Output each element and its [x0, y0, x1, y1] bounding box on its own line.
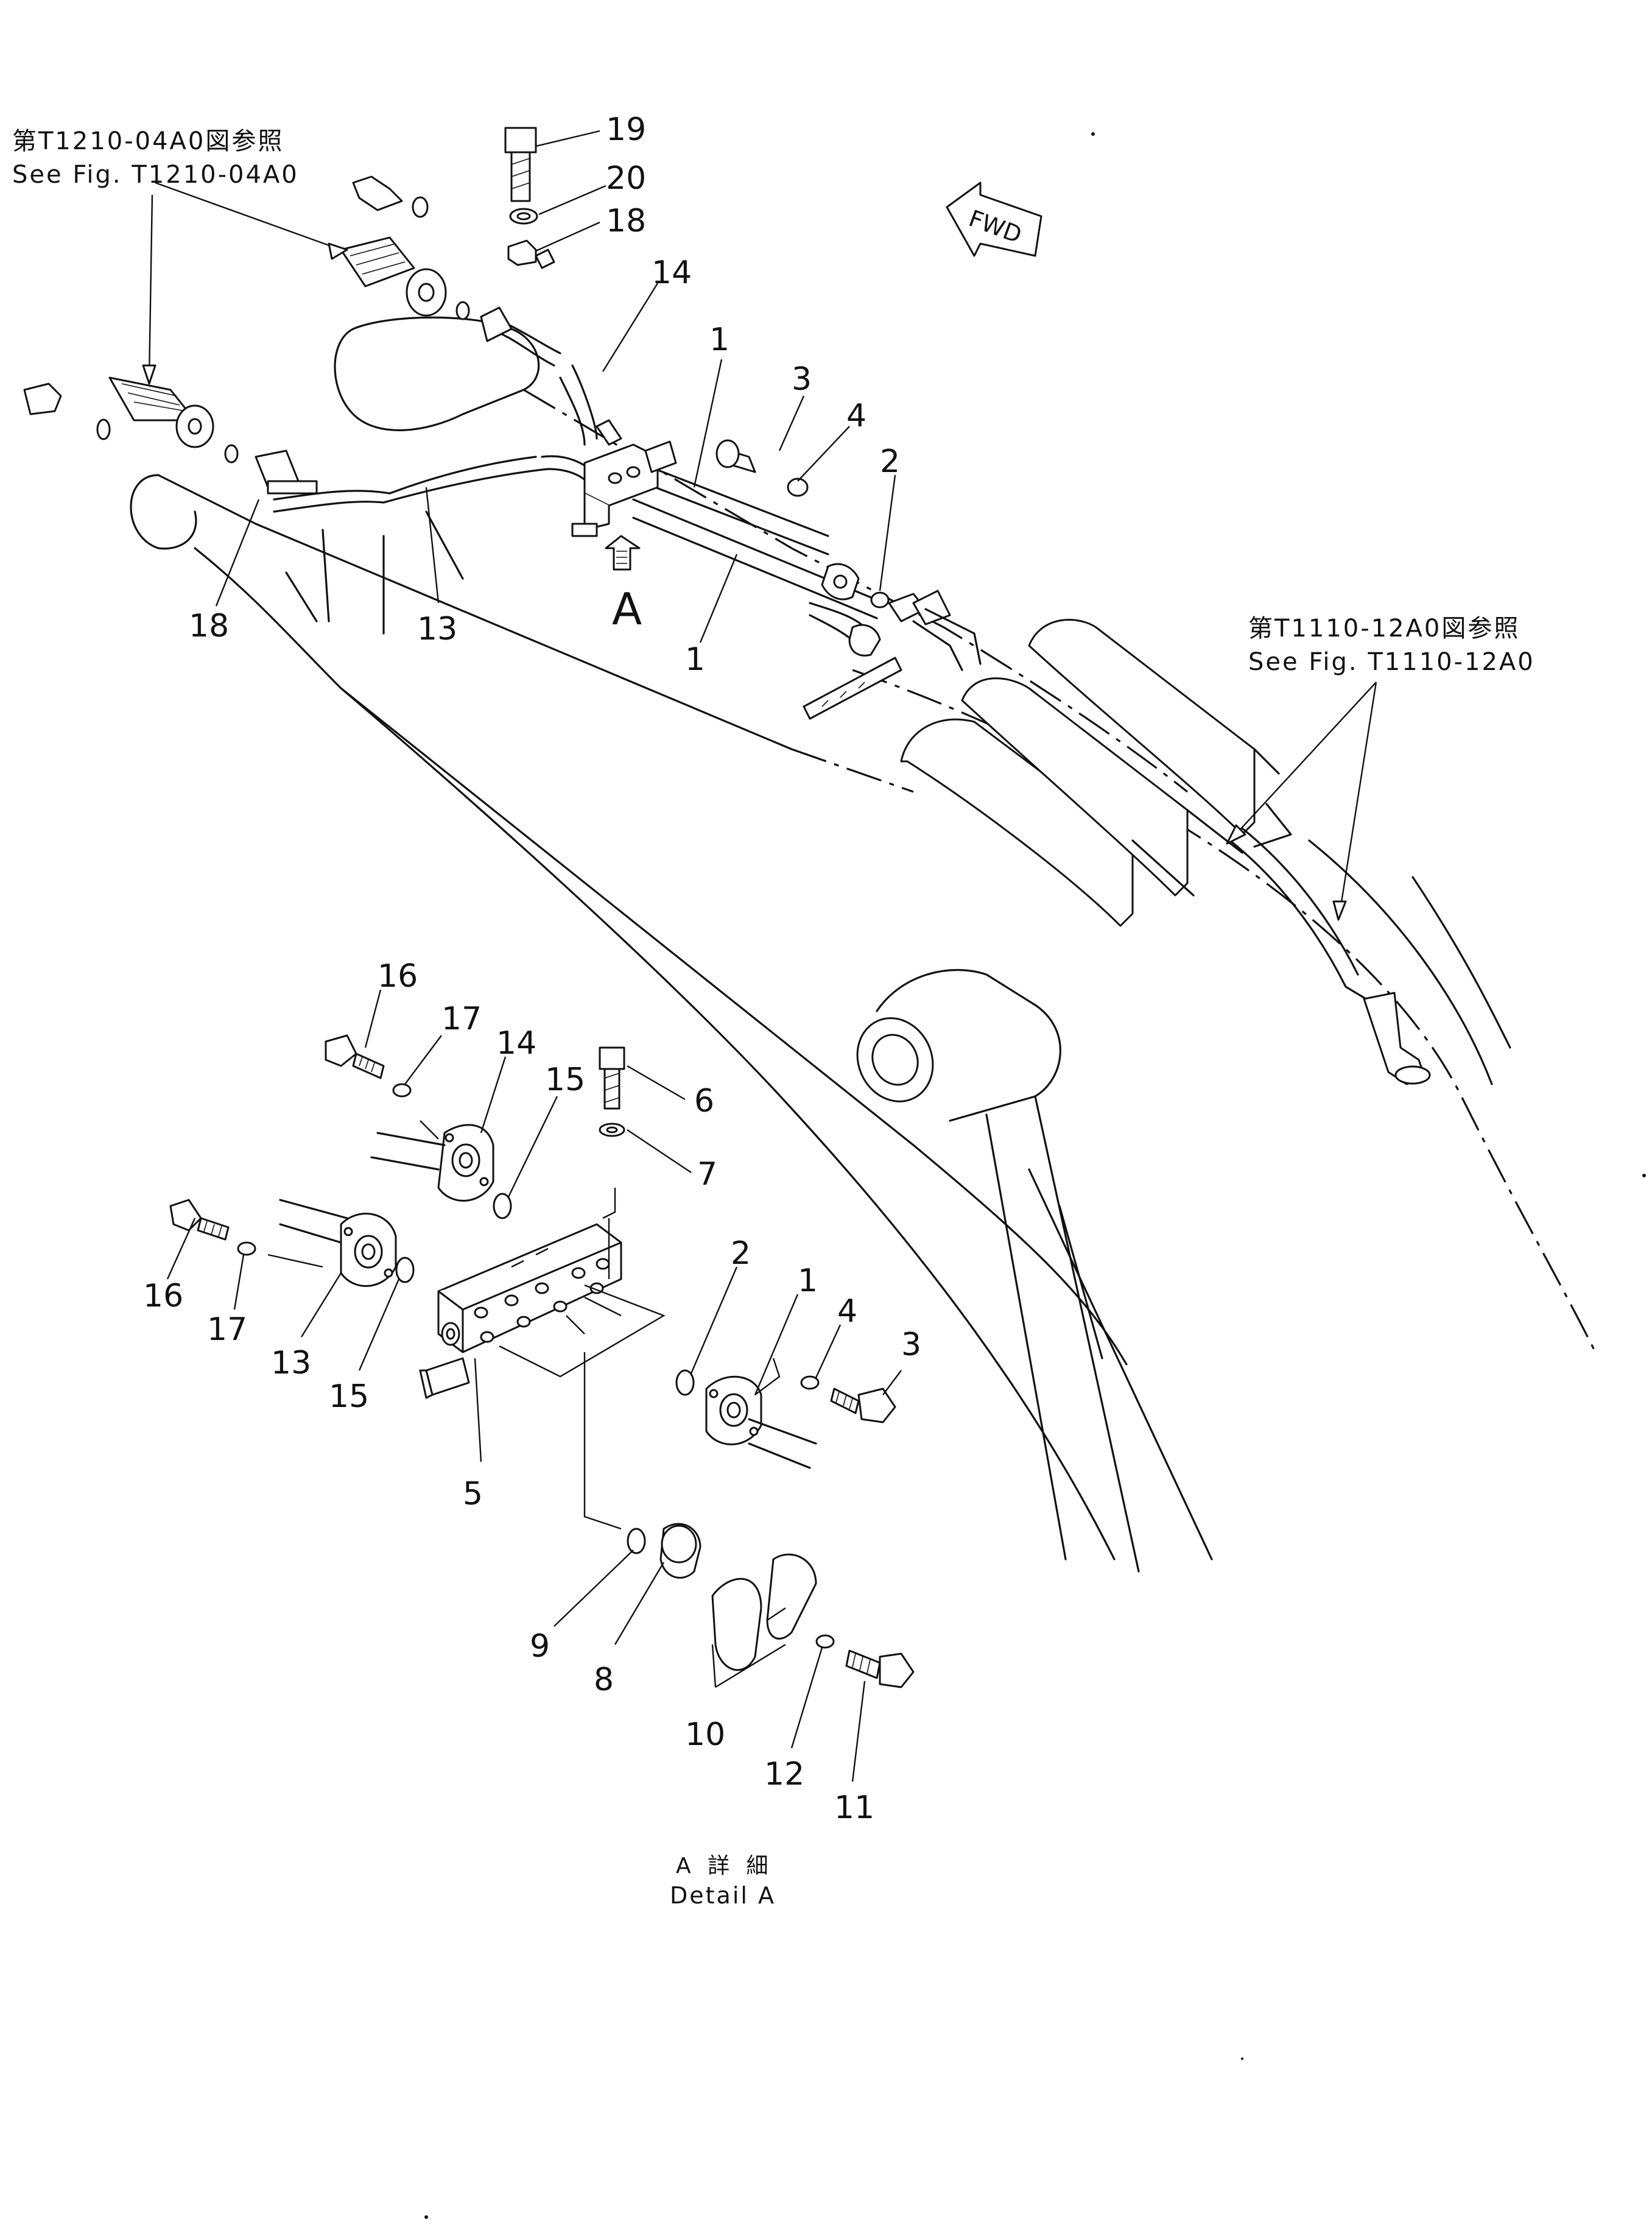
- callout-9: 9: [530, 1628, 550, 1665]
- callout-2-detail: 2: [731, 1235, 751, 1272]
- callout-13-detail: 13: [271, 1345, 311, 1381]
- callout-20: 20: [606, 160, 646, 197]
- callout-4-top: 4: [846, 398, 866, 434]
- callout-12: 12: [764, 1756, 804, 1793]
- ref-note-right-jp: 第T1110-12A0図参照: [1248, 615, 1520, 643]
- detail-caption-en: Detail A: [670, 1882, 776, 1909]
- leader-lines: [142, 130, 1377, 1782]
- callout-14-top: 14: [652, 255, 692, 291]
- hoses-13-14: [273, 316, 598, 513]
- callout-2-top: 2: [880, 443, 900, 480]
- boom-body: [130, 316, 1597, 1560]
- callout-5: 5: [463, 1476, 483, 1512]
- hardware-19-20-18: [504, 127, 538, 266]
- cylinder: [856, 968, 1213, 1573]
- callout-18-left: 18: [189, 608, 229, 644]
- callout-17-detail-top: 17: [441, 1001, 482, 1037]
- callout-15-detail-left: 15: [329, 1378, 369, 1415]
- arm-brackets: [900, 619, 1292, 927]
- view-a-arrow: [605, 535, 641, 571]
- callout-19: 19: [606, 111, 646, 148]
- callout-11: 11: [834, 1790, 874, 1826]
- reference-notes: 第T1210-04A0図参照 See Fig. T1210-04A0 第T111…: [12, 127, 1535, 676]
- callout-14-detail: 14: [496, 1025, 536, 1062]
- callout-16-detail-top: 16: [378, 958, 418, 995]
- callout-18-top: 18: [606, 203, 646, 239]
- callout-13-top: 13: [417, 611, 457, 647]
- ref-note-right-en: See Fig. T1110-12A0: [1248, 648, 1535, 676]
- callout-1-top: 1: [709, 322, 729, 358]
- callout-15-detail-top: 15: [545, 1062, 585, 1098]
- pipes-1: [632, 462, 878, 647]
- arm-hose: [1229, 827, 1431, 1085]
- detail-a-view: [169, 1034, 915, 1688]
- detail-caption-jp: A 詳 細: [676, 1853, 773, 1878]
- view-marker-label: A: [612, 584, 642, 635]
- detail-callouts: 16 17 14 15 6 7 16 17 13 15 2 1 4 3 5 9 …: [143, 958, 921, 1826]
- callout-8: 8: [594, 1662, 614, 1698]
- callout-7: 7: [697, 1156, 717, 1193]
- callout-1-detail: 1: [798, 1263, 818, 1299]
- callout-4-detail: 4: [837, 1293, 857, 1330]
- detail-caption: A 詳 細 Detail A: [670, 1853, 776, 1909]
- callout-3-detail: 3: [901, 1327, 921, 1363]
- callout-10: 10: [685, 1716, 725, 1753]
- manifold-on-boom: [571, 419, 677, 537]
- fwd-arrow: FWD: [946, 182, 1042, 257]
- callout-1-lower: 1: [685, 641, 705, 678]
- callout-6: 6: [694, 1083, 714, 1120]
- top-left-fittings: [23, 175, 555, 495]
- ref-note-top-left-jp: 第T1210-04A0図参照: [12, 127, 284, 155]
- callout-16-detail-left: 16: [143, 1278, 183, 1314]
- ref-note-top-left-en: See Fig. T1210-04A0: [12, 161, 299, 189]
- scan-dots: [424, 132, 1646, 2219]
- fittings-middle: [715, 439, 982, 720]
- callout-17-detail-left: 17: [207, 1311, 247, 1348]
- top-callouts: 19 20 18 14 1 3 4 2 18 13 1: [189, 111, 900, 678]
- callout-3-top: 3: [792, 361, 812, 398]
